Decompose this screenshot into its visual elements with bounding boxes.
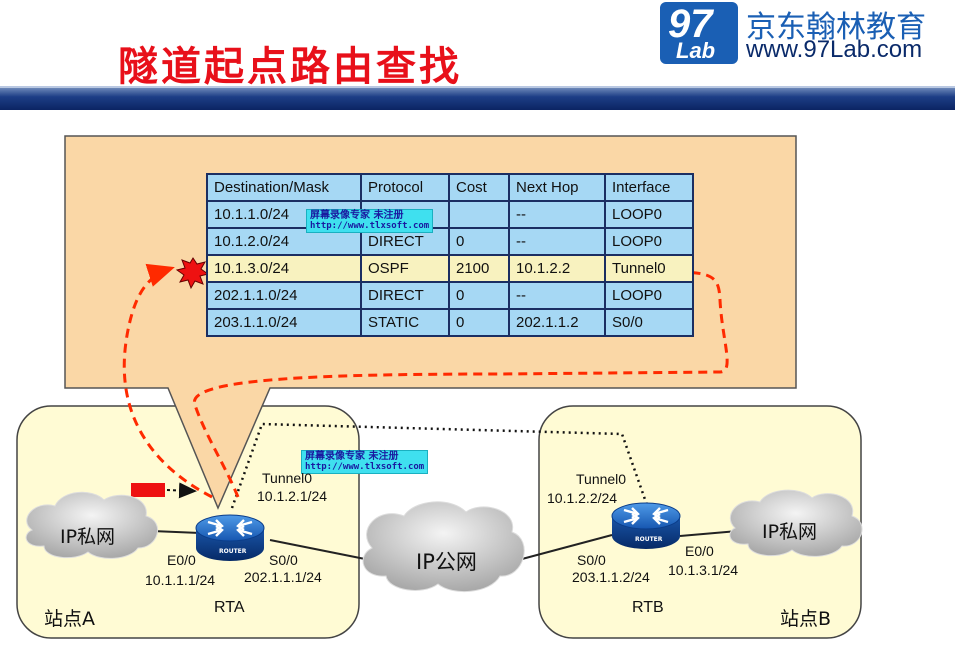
cell-destination: 10.1.3.0/24	[206, 254, 362, 283]
rta-name: RTA	[214, 599, 245, 616]
brand-name: 京东翰林教育	[746, 10, 926, 45]
rtb-s0-label: S0/0	[577, 552, 606, 568]
cell-cost: 0	[448, 227, 510, 256]
site-a-label: 站点A	[44, 608, 95, 630]
site-b-label: 站点B	[780, 608, 832, 630]
rtb-s0-ip: 203.1.1.2/24	[572, 569, 650, 585]
cell-destination: 203.1.1.0/24	[206, 308, 362, 337]
packet-path	[122, 263, 213, 499]
link-rtb-cloud	[679, 530, 739, 537]
header-band	[0, 88, 955, 110]
rta-tunnel-ip: 10.1.2.1/24	[257, 488, 328, 504]
link-cloud-rta	[151, 530, 201, 534]
cell-next-hop: 202.1.1.2	[508, 308, 606, 337]
rtb-tunnel-ip: 10.1.2.2/24	[547, 490, 618, 506]
table-row: 202.1.1.0/24 DIRECT 0 -- LOOP0	[206, 281, 694, 310]
site-b-cloud-label: IP私网	[762, 521, 818, 543]
router-rtb-icon	[611, 502, 681, 549]
table-header-row: Destination/Mask Protocol Cost Next Hop …	[206, 173, 694, 202]
cell-next-hop: --	[508, 281, 606, 310]
table-row: 203.1.1.0/24 STATIC 0 202.1.1.2 S0/0	[206, 308, 694, 337]
watermark-line2: http://www.tlxsoft.com	[310, 221, 430, 231]
rta-e0-label: E0/0	[167, 552, 196, 568]
rtb-tunnel-label: Tunnel0	[576, 471, 627, 487]
rtb-e0-ip: 10.1.3.1/24	[668, 562, 739, 578]
col-next-hop: Next Hop	[508, 173, 606, 202]
cell-cost	[448, 200, 510, 229]
rtb-e0-label: E0/0	[685, 543, 714, 559]
watermark-line2: http://www.tlxsoft.com	[305, 462, 425, 472]
brand-url: www.97Lab.com	[746, 36, 923, 63]
rtb-badge: ROUTER	[635, 536, 663, 543]
table-row: 10.1.1.0/24 -- LOOP0	[206, 200, 694, 229]
logo-number: 97	[668, 2, 713, 46]
header-band-highlight	[0, 86, 955, 89]
col-interface: Interface	[604, 173, 694, 202]
watermark-diagram: 屏幕录像专家 未注册 http://www.tlxsoft.com	[301, 450, 429, 474]
cell-cost: 0	[448, 281, 510, 310]
link-rta-public	[269, 539, 371, 561]
rta-tunnel-label: Tunnel0	[262, 470, 313, 486]
rta-s0-label: S0/0	[269, 552, 298, 568]
cell-protocol: DIRECT	[360, 281, 450, 310]
site-b-panel	[538, 405, 862, 639]
watermark-line1: 屏幕录像专家 未注册	[305, 451, 399, 462]
watermark-line1: 屏幕录像专家 未注册	[310, 210, 404, 221]
packet-icon	[131, 483, 165, 497]
routing-table: Destination/Mask Protocol Cost Next Hop …	[206, 173, 694, 337]
col-destination: Destination/Mask	[206, 173, 362, 202]
link-public-rtb	[521, 534, 613, 560]
rta-s0-ip: 202.1.1.1/24	[244, 569, 322, 585]
cloud-public-icon	[362, 501, 525, 593]
router-rta-icon	[195, 514, 265, 561]
rta-badge: ROUTER	[219, 548, 247, 555]
cell-interface: Tunnel0	[604, 254, 694, 283]
col-cost: Cost	[448, 173, 510, 202]
cell-next-hop: --	[508, 227, 606, 256]
brand-logo	[660, 2, 738, 64]
cell-interface: LOOP0	[604, 281, 694, 310]
cell-cost: 0	[448, 308, 510, 337]
table-row-highlighted: 10.1.3.0/24 OSPF 2100 10.1.2.2 Tunnel0	[206, 254, 694, 283]
cloud-site-b-icon	[729, 489, 863, 557]
starburst-icon	[175, 257, 210, 290]
public-net-label: IP公网	[416, 550, 477, 574]
cell-interface: S0/0	[604, 308, 694, 337]
page-title: 隧道起点路由查找	[118, 43, 462, 90]
cell-cost: 2100	[448, 254, 510, 283]
rta-e0-ip: 10.1.1.1/24	[145, 572, 216, 588]
cell-interface: LOOP0	[604, 227, 694, 256]
table-row: 10.1.2.0/24 DIRECT 0 -- LOOP0	[206, 227, 694, 256]
watermark-table: 屏幕录像专家 未注册 http://www.tlxsoft.com	[306, 209, 434, 233]
packet-arrow	[166, 482, 197, 499]
cloud-site-a-icon	[25, 491, 158, 559]
cell-interface: LOOP0	[604, 200, 694, 229]
cell-protocol: STATIC	[360, 308, 450, 337]
logo-lab: Lab	[676, 38, 716, 63]
lookup-path	[192, 270, 729, 498]
rtb-name: RTB	[632, 599, 664, 616]
cell-next-hop: 10.1.2.2	[508, 254, 606, 283]
cell-destination: 202.1.1.0/24	[206, 281, 362, 310]
col-protocol: Protocol	[360, 173, 450, 202]
site-a-cloud-label: IP私网	[60, 526, 116, 548]
cell-next-hop: --	[508, 200, 606, 229]
cell-protocol: OSPF	[360, 254, 450, 283]
